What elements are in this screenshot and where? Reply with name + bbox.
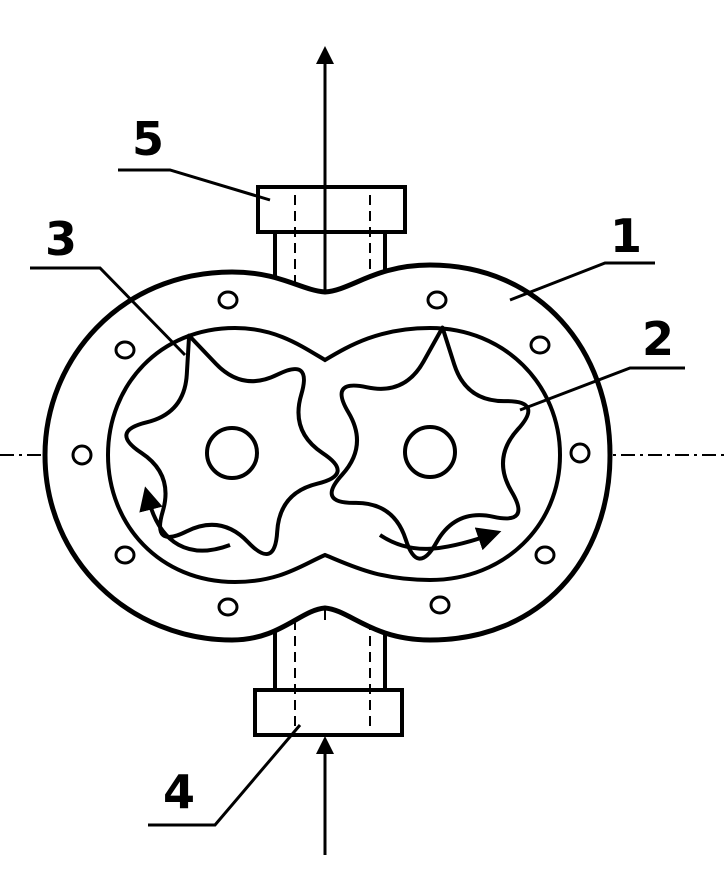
label-3: 3 bbox=[45, 212, 77, 266]
bolt-hole bbox=[217, 290, 239, 310]
inlet-flange bbox=[253, 688, 404, 737]
right-rotation-arrow bbox=[378, 527, 502, 551]
bolt-hole bbox=[114, 545, 136, 565]
bolt-hole bbox=[529, 335, 551, 355]
label-1: 1 bbox=[610, 209, 642, 263]
bolt-hole bbox=[429, 595, 451, 615]
bolt-hole bbox=[534, 545, 556, 565]
leader-line-4 bbox=[148, 724, 302, 827]
outlet-flange bbox=[256, 185, 407, 234]
left-gear-shaft bbox=[205, 426, 259, 480]
label-2: 2 bbox=[642, 312, 674, 366]
bolt-hole bbox=[569, 442, 591, 464]
bolt-hole bbox=[114, 340, 136, 360]
rotation-arrows bbox=[139, 486, 502, 553]
bolt-hole bbox=[217, 597, 239, 617]
leader-lines bbox=[30, 168, 685, 827]
inlet-pipe bbox=[253, 620, 404, 737]
outlet-pipe bbox=[256, 185, 407, 290]
bolt-hole bbox=[71, 444, 93, 466]
leader-line-5 bbox=[118, 168, 271, 202]
left-rotation-arrow bbox=[139, 486, 231, 553]
leader-line-3 bbox=[30, 266, 187, 357]
right-gear-shaft bbox=[403, 425, 457, 479]
leader-line-1 bbox=[509, 261, 655, 302]
label-4: 4 bbox=[163, 765, 195, 819]
leader-line-2 bbox=[519, 366, 685, 412]
bolt-holes bbox=[71, 290, 591, 617]
label-5: 5 bbox=[132, 112, 164, 166]
bolt-hole bbox=[426, 290, 448, 310]
